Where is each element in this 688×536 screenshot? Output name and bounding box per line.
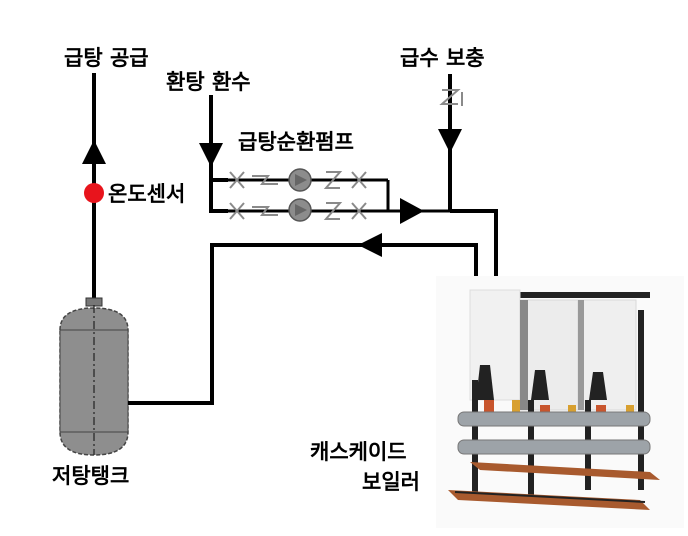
return-flow-arrow-icon [358, 233, 382, 257]
temperature-sensor-icon [84, 183, 104, 203]
supply-flow-arrow-icon [82, 140, 106, 164]
circulation-pump-group [228, 168, 450, 222]
cascade-boiler-image [436, 276, 684, 528]
makeup-flow-arrow-icon [438, 129, 462, 153]
storage-tank-icon [59, 297, 129, 456]
cascade-boiler-label-line2: 보일러 [362, 470, 420, 494]
hot-water-supply-label: 급탕 공급 [64, 46, 149, 70]
boiler-feed-pipe [450, 209, 498, 280]
hot-water-return-label: 환탕 환수 [166, 70, 251, 94]
pump-outflow-arrow-icon [400, 198, 424, 224]
pump-row-lower [228, 198, 450, 222]
pump-row-upper [228, 168, 390, 211]
temperature-sensor-label: 온도센서 [108, 182, 186, 206]
circulation-pump-label: 급탕순환펌프 [238, 130, 354, 154]
check-valve-icon [439, 89, 463, 106]
return-inflow-arrow-icon [199, 143, 223, 167]
storage-tank-label: 저탕탱크 [52, 464, 130, 488]
makeup-water-label: 급수 보충 [400, 46, 485, 70]
tank-return-pipe [128, 243, 478, 405]
cascade-boiler-label-line1: 캐스케이드 [310, 440, 407, 464]
